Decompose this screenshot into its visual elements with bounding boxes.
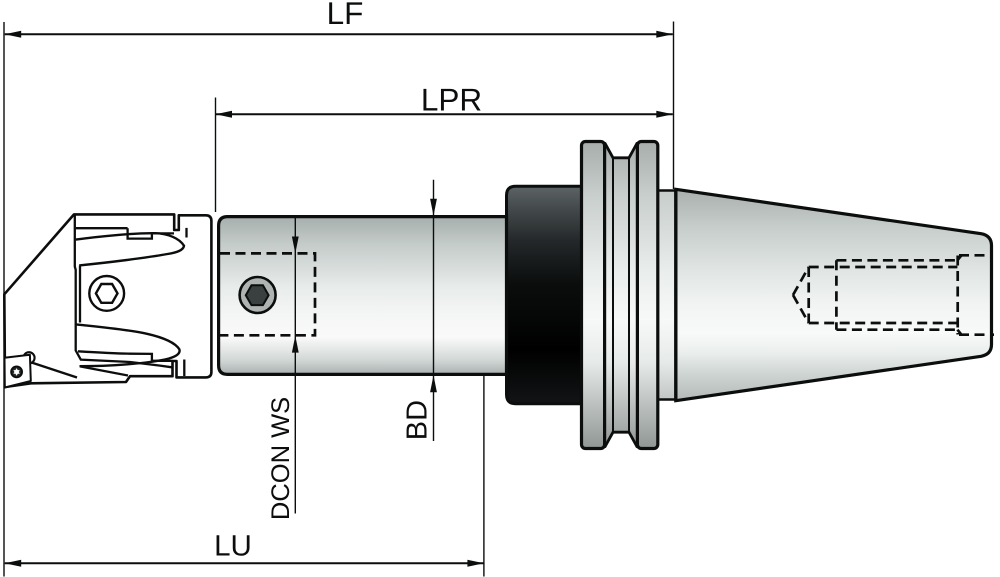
svg-text:DCON WS: DCON WS bbox=[267, 397, 295, 520]
svg-text:LF: LF bbox=[327, 0, 364, 31]
svg-text:BD: BD bbox=[402, 400, 434, 440]
svg-text:LPR: LPR bbox=[421, 82, 482, 118]
svg-text:LU: LU bbox=[214, 530, 252, 563]
